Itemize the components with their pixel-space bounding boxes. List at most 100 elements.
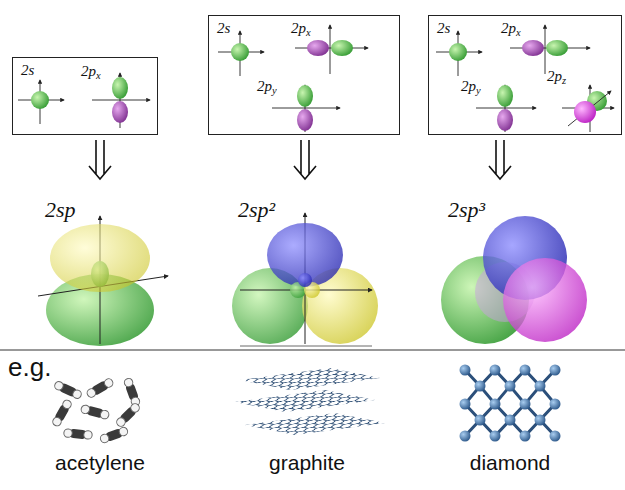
sp2-hybrid-orbital: [240, 346, 372, 347]
hybrid-orbital: 2sp: [40, 180, 160, 345]
acetylene-molecules: [53, 380, 64, 391]
acetylene-molecules: [71, 389, 82, 400]
orbital-label: 2py: [461, 78, 481, 95]
acetylene-molecules: [103, 377, 114, 388]
s-orbital: [218, 31, 264, 76]
sp3-hybrid-orbital: [441, 216, 587, 344]
diamond-atoms: [520, 365, 531, 376]
orbital-label-main: 2p: [81, 63, 96, 79]
acetylene-molecules: [118, 426, 129, 437]
p-orbital: [476, 85, 536, 132]
diamond-atoms: [460, 399, 471, 410]
s-orbital: [31, 91, 49, 109]
orbital-label-main: 2p: [461, 78, 476, 94]
p-orbital: [331, 40, 353, 56]
p-orbital: [522, 40, 544, 56]
orbital-label: 2s: [21, 62, 34, 79]
diamond-atoms: [460, 365, 561, 442]
acetylene-molecules: [99, 426, 129, 444]
sp-hybrid-orbital: [50, 224, 150, 292]
p-orbital: [497, 109, 513, 131]
diamond-atoms: [475, 415, 486, 426]
acetylene-molecules: [129, 402, 141, 414]
orbital-label-subscript: x: [96, 70, 101, 81]
acetylene-molecules: [123, 377, 134, 388]
orbital-box: 2s2px2py: [208, 15, 400, 135]
orbital-label-main: 2p: [547, 68, 562, 84]
acetylene-molecules: [51, 416, 62, 427]
s-orbital: [436, 31, 482, 76]
p-orbital: [272, 108, 340, 109]
acetylene-molecules: [123, 377, 141, 407]
orbital-label-subscript: y: [272, 85, 277, 96]
graphite-layers: [245, 413, 385, 435]
p-orbital: [112, 77, 128, 99]
sp2-hybrid-orbital: [298, 273, 312, 287]
hybrid-label: 2sp: [45, 197, 76, 223]
p-orbital: [546, 40, 568, 56]
diamond-atoms: [550, 431, 561, 442]
graphite-layers: [235, 368, 385, 435]
diamond-atoms: [490, 365, 501, 376]
sp-hybrid-orbital: [38, 216, 168, 346]
acetylene-molecules: [80, 404, 90, 414]
orbital-label-main: 2p: [501, 20, 516, 36]
orbital-label-main: 2p: [257, 78, 272, 94]
acetylene-molecules: [115, 416, 127, 428]
acetylene-molecules: [51, 377, 141, 444]
orbital-label-subscript: z: [562, 75, 566, 86]
diamond-atoms: [535, 415, 546, 426]
acetylene-molecules: [85, 377, 114, 399]
orbital-label-subscript: x: [516, 27, 521, 38]
p-orbital: [272, 85, 340, 132]
diamond-atoms: [460, 365, 471, 376]
diamond-atoms: [475, 381, 486, 392]
p-orbital: [510, 25, 590, 74]
sp2-hybrid-orbital: [267, 223, 343, 287]
sp3-hybrid-orbital: [503, 258, 587, 342]
double-arrow: [89, 140, 111, 179]
p-orbital: [568, 91, 611, 126]
p-orbital: [112, 101, 128, 123]
acetylene-molecules: [100, 409, 110, 419]
orbital-label: 2s: [217, 20, 230, 37]
molecule-name: graphite: [269, 451, 345, 475]
double-arrow: [294, 140, 316, 179]
hybrid-label: 2sp³: [448, 197, 485, 223]
p-orbital: [92, 100, 150, 101]
molecule-name: acetylene: [55, 451, 145, 475]
hybrid-orbital: 2sp²: [238, 180, 372, 345]
p-orbital: [307, 40, 329, 56]
acetylene-molecules: [53, 380, 83, 400]
diamond-atoms: [490, 431, 501, 442]
orbital-label-subscript: x: [306, 27, 311, 38]
graphite-layers: [235, 390, 375, 412]
s-orbital: [231, 43, 249, 61]
diamond-atoms: [490, 399, 501, 410]
acetylene-molecules: [86, 387, 97, 398]
p-orbital: [92, 73, 150, 128]
acetylene-molecules: [80, 404, 110, 420]
acetylene-molecules: [115, 402, 141, 428]
p-orbital: [497, 85, 513, 107]
double-arrow: [489, 140, 511, 179]
hybrid-label: 2sp²: [238, 197, 275, 223]
p-orbital: [297, 109, 313, 131]
diamond-atoms: [505, 415, 516, 426]
diamond-atoms: [550, 399, 561, 410]
orbital-box: 2s 2px: [12, 57, 158, 135]
acetylene-molecules: [63, 429, 72, 438]
orbital-label-main: 2p: [291, 20, 306, 36]
acetylene-molecules: [51, 398, 73, 427]
orbital-label: 2pz: [547, 68, 566, 85]
graphite-layers: [240, 368, 380, 390]
diamond-atoms: [520, 431, 531, 442]
sp2-hybrid-orbital: [232, 213, 378, 346]
orbital-label: 2px: [81, 63, 101, 80]
s-orbital: [449, 43, 467, 61]
s-orbital: [18, 80, 64, 124]
p-orbital: [562, 85, 614, 132]
p-orbital: [574, 101, 596, 123]
orbital-label: 2s: [437, 20, 450, 37]
